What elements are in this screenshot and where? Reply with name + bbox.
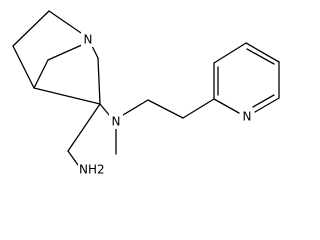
bond <box>33 59 49 89</box>
amine-nitrogen-label: N <box>112 115 121 129</box>
bridgehead-nitrogen-label: N <box>84 33 93 47</box>
bond <box>12 45 35 89</box>
bond <box>99 103 111 117</box>
bond <box>254 97 280 113</box>
bond <box>48 10 85 36</box>
bond <box>67 103 101 152</box>
bond <box>122 99 149 116</box>
methylamino-linker <box>99 98 215 155</box>
bond <box>213 42 247 64</box>
bond <box>97 57 101 105</box>
bond <box>182 98 215 119</box>
bond <box>12 10 50 47</box>
aminomethyl-group <box>67 103 101 166</box>
bond <box>47 43 85 61</box>
atom-labels: N N N NH2 <box>78 32 254 177</box>
molecule-structure: N N N NH2 <box>12 10 280 177</box>
bond <box>147 99 184 119</box>
quinuclidine-ring <box>12 10 101 105</box>
bond <box>246 48 275 65</box>
amino-group-label: NH2 <box>79 163 105 177</box>
pyridine-nitrogen-label: N <box>243 110 252 124</box>
bond <box>67 150 79 166</box>
bond <box>213 98 240 114</box>
bond <box>33 87 101 105</box>
pyridine-ring <box>213 42 280 114</box>
bond <box>245 42 280 63</box>
bond <box>252 94 275 108</box>
